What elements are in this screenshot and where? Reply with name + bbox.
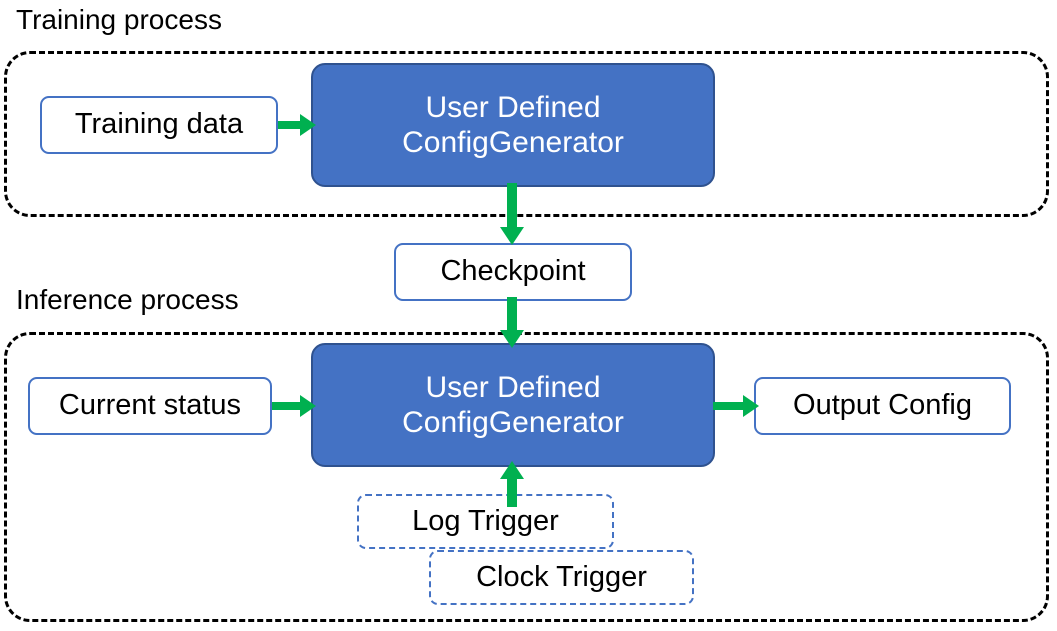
node-training-data[interactable]: Training data <box>40 96 278 154</box>
node-output-config-label: Output Config <box>793 389 972 422</box>
node-training-data-label: Training data <box>74 108 244 141</box>
node-clock-trigger-label: Clock Trigger <box>476 560 647 593</box>
node-training-user-defined-configgenerator[interactable]: User Defined ConfigGenerator <box>311 63 715 187</box>
node-checkpoint-label: Checkpoint <box>440 255 586 288</box>
node-inference-user-defined-configgenerator[interactable]: User Defined ConfigGenerator <box>311 343 715 467</box>
node-output-config[interactable]: Output Config <box>754 377 1011 435</box>
node-log-trigger-label: Log Trigger <box>412 504 559 537</box>
node-training-generator-label-line2: ConfigGenerator <box>402 126 624 159</box>
arrow-triggers-to-inference-generator-icon <box>498 461 526 507</box>
node-training-generator-label-line1: User Defined <box>425 90 601 124</box>
section-title-inference: Inference process <box>16 284 239 315</box>
arrow-training-data-to-generator-icon <box>278 111 318 139</box>
node-current-status[interactable]: Current status <box>28 377 272 435</box>
node-current-status-label: Current status <box>58 389 242 422</box>
node-inference-generator-label-line1: User Defined <box>425 370 601 404</box>
arrow-checkpoint-to-inference-generator-icon <box>498 297 526 349</box>
node-checkpoint[interactable]: Checkpoint <box>394 243 632 301</box>
group-container-training-process <box>4 51 1049 217</box>
node-inference-generator-label-line2: ConfigGenerator <box>402 406 624 439</box>
node-clock-trigger[interactable]: Clock Trigger <box>429 550 694 605</box>
section-title-training: Training process <box>16 4 222 35</box>
node-training-generator-label: User Defined ConfigGenerator <box>402 90 624 161</box>
node-log-trigger[interactable]: Log Trigger <box>357 494 614 549</box>
arrow-generator-to-output-config-icon <box>713 392 761 420</box>
group-container-inference-process <box>4 332 1049 622</box>
node-inference-generator-label: User Defined ConfigGenerator <box>402 370 624 441</box>
arrow-current-status-to-generator-icon <box>272 392 318 420</box>
arrow-generator-to-checkpoint-icon <box>498 183 526 247</box>
